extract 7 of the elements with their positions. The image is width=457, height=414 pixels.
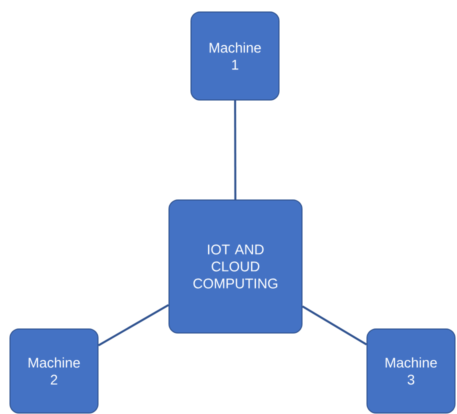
process-box: Machine 2 xyxy=(10,328,98,414)
connector-line xyxy=(302,306,368,346)
process-box: Machine 3 xyxy=(366,328,456,414)
process-box: Machine 1 xyxy=(190,12,280,100)
process-box: IOT AND CLOUD COMPUTING xyxy=(168,199,302,334)
connector-line xyxy=(98,304,169,346)
connector-line xyxy=(234,100,236,200)
